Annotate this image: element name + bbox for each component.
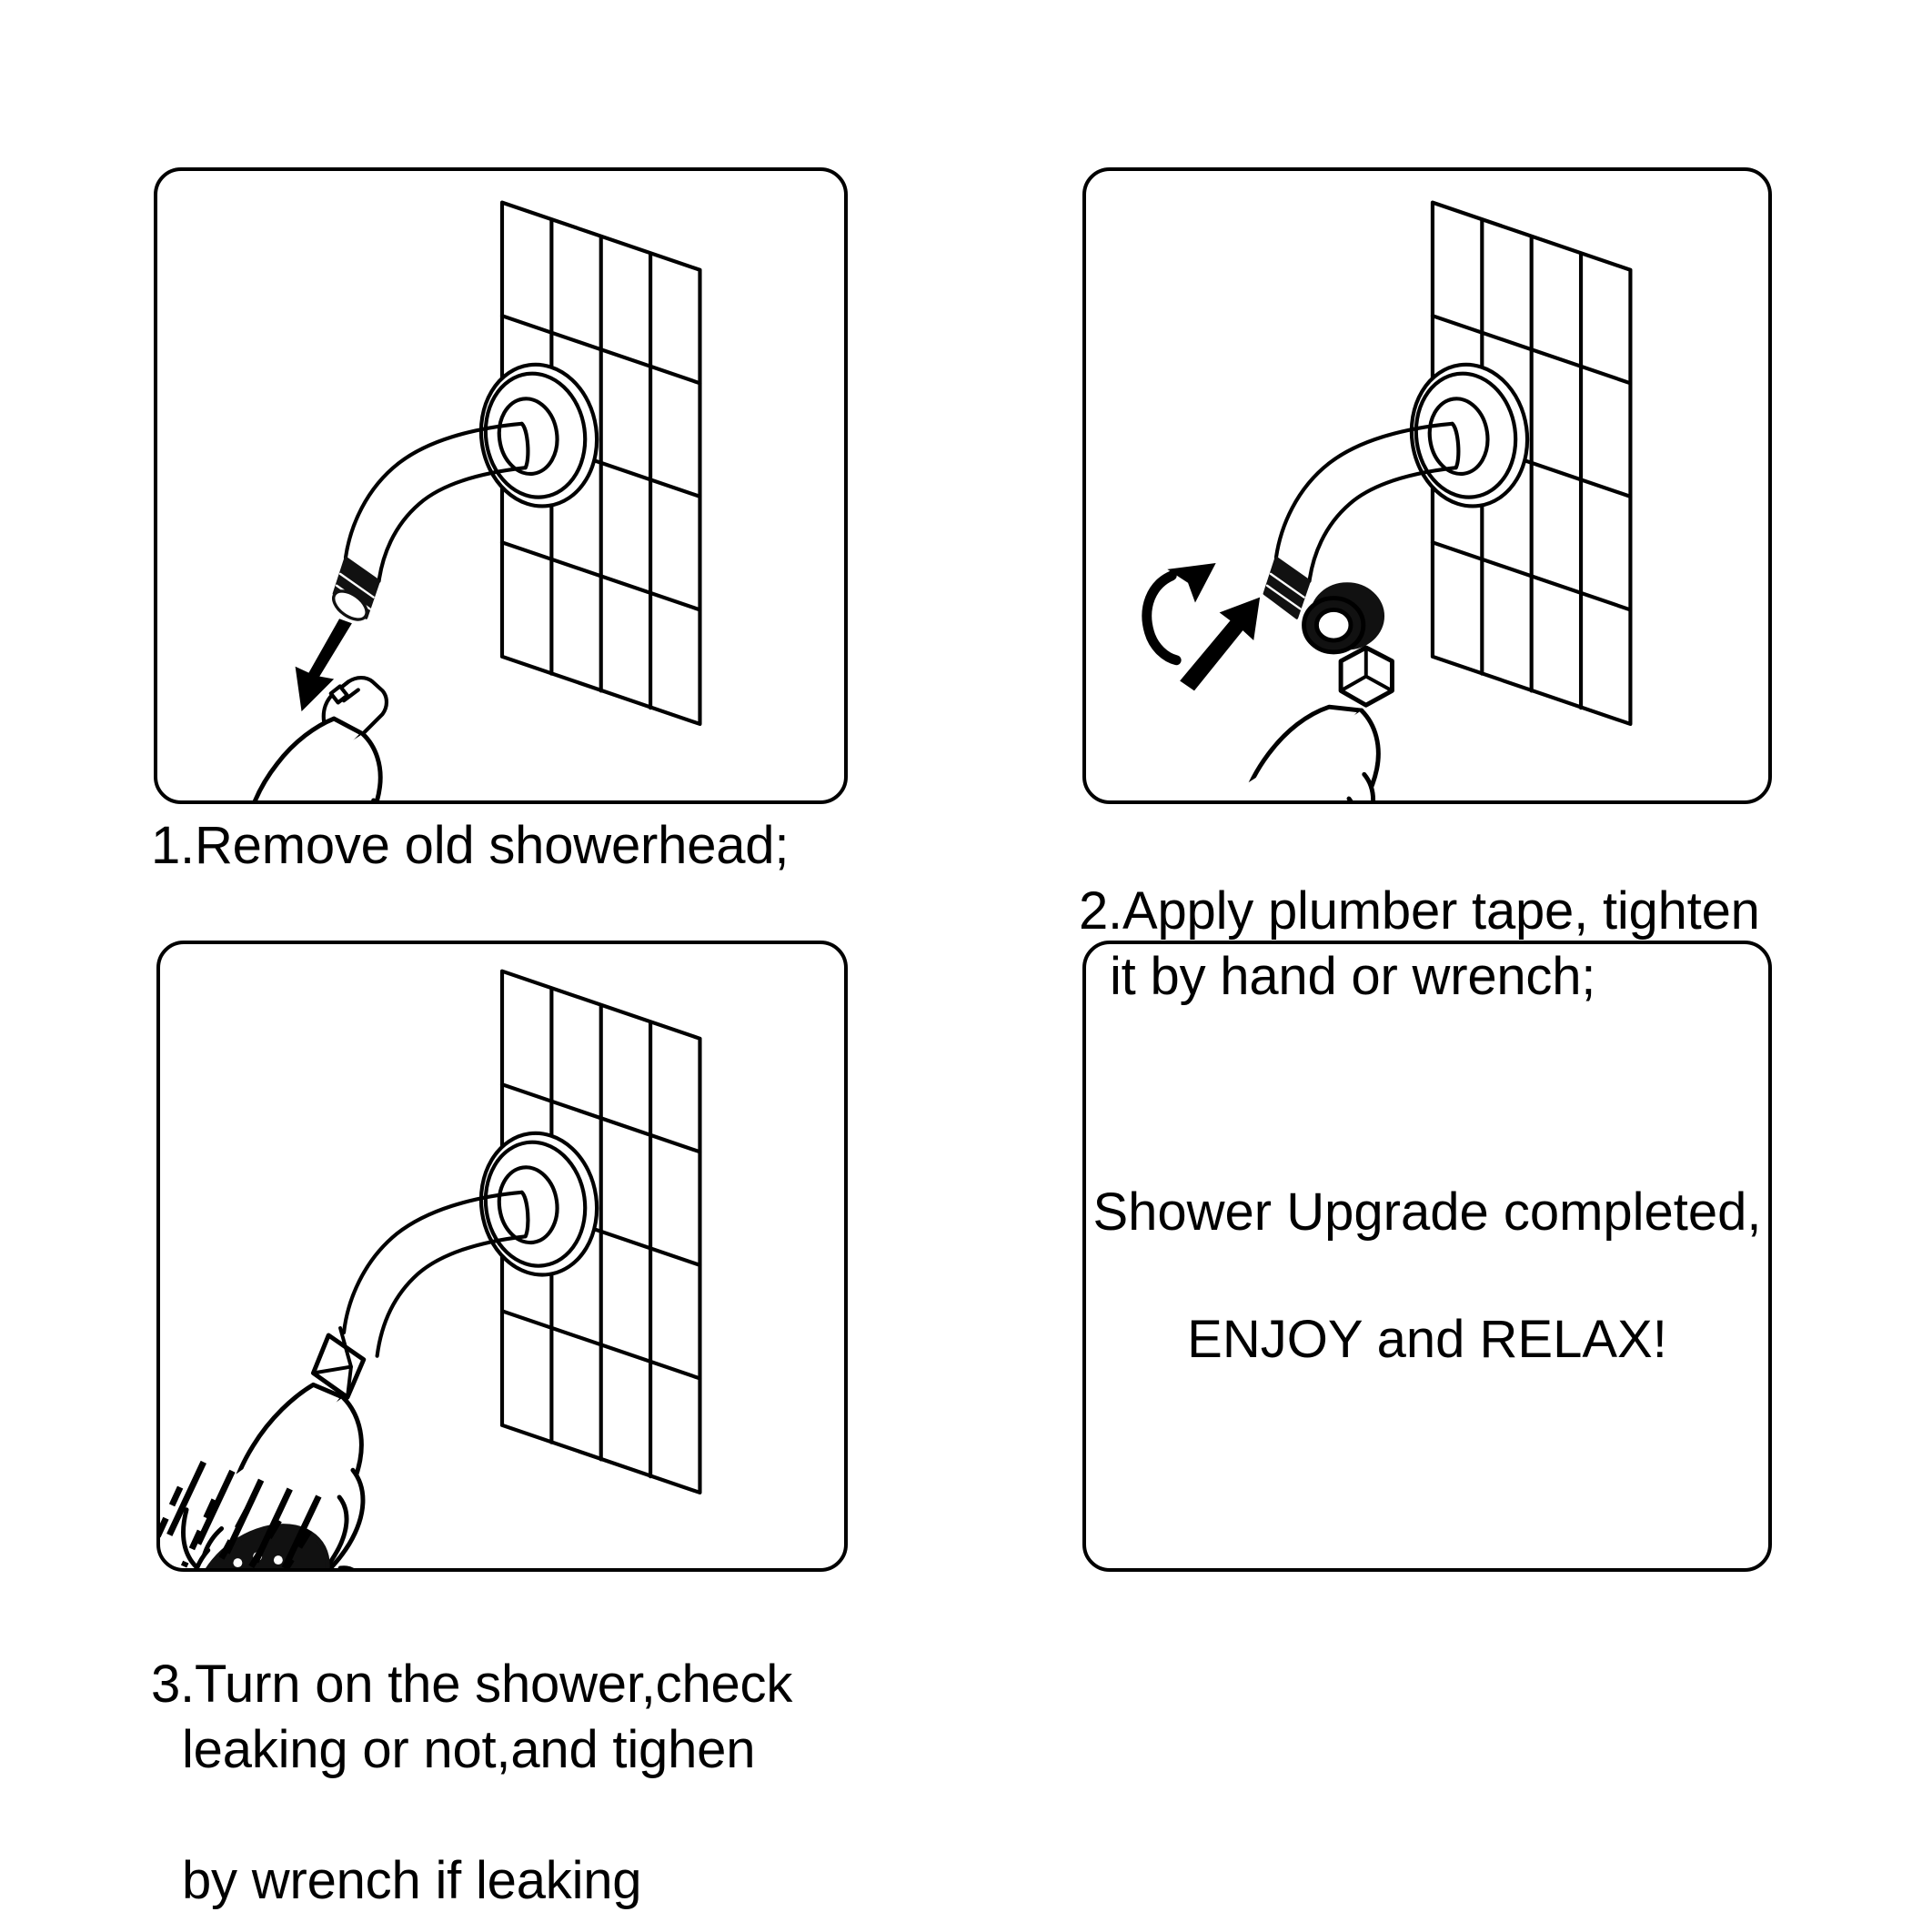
step-3-caption-line-2: leaking or not,and tighen <box>182 1720 756 1779</box>
showerhead-with-hex-nut <box>1220 645 1394 800</box>
rotate-arrow <box>1142 563 1216 666</box>
tiled-wall <box>499 200 702 727</box>
straight-arrow <box>1180 597 1261 691</box>
step-2-caption-line-1: 2.Apply plumber tape, tighten <box>1079 881 1760 941</box>
connector-nut <box>310 1326 367 1400</box>
step-1-illustration <box>252 200 702 800</box>
step-3-caption: 3.Turn on the shower,check leaking or no… <box>151 1586 933 1932</box>
curved-shower-arm <box>343 421 530 583</box>
completion-message-line-1: Shower Upgrade completed, <box>1092 1182 1762 1242</box>
step-3-caption-line-3: by wrench if leaking <box>182 1851 642 1910</box>
down-arrow <box>295 619 352 712</box>
curved-shower-arm <box>341 1190 530 1358</box>
step-2-illustration <box>1142 200 1633 800</box>
curved-shower-arm <box>1273 421 1461 583</box>
step-3-illustration <box>160 969 702 1568</box>
completion-message-line-2: ENJOY and RELAX! <box>1187 1310 1667 1369</box>
plumber-tape-ring <box>1302 582 1385 655</box>
step-3-panel <box>156 941 848 1572</box>
step-3-caption-line-1: 3.Turn on the shower,check <box>151 1655 793 1714</box>
step-2-caption-line-2: it by hand or wrench; <box>1110 947 1596 1006</box>
tiled-wall <box>499 969 702 1495</box>
step-2-caption: 2.Apply plumber tape, tighten it by hand… <box>1079 813 1834 1075</box>
threaded-arm-tip <box>332 556 381 621</box>
step-2-panel <box>1082 167 1772 804</box>
step-1-caption: 1.Remove old showerhead; <box>151 816 790 875</box>
step-1-panel <box>154 167 848 804</box>
showerhead <box>252 675 389 800</box>
threaded-arm-tip <box>1263 556 1311 619</box>
water-spray <box>160 1460 322 1568</box>
tiled-wall <box>1430 200 1633 727</box>
step-4-panel: Shower Upgrade completed, ENJOY and RELA… <box>1082 941 1772 1572</box>
